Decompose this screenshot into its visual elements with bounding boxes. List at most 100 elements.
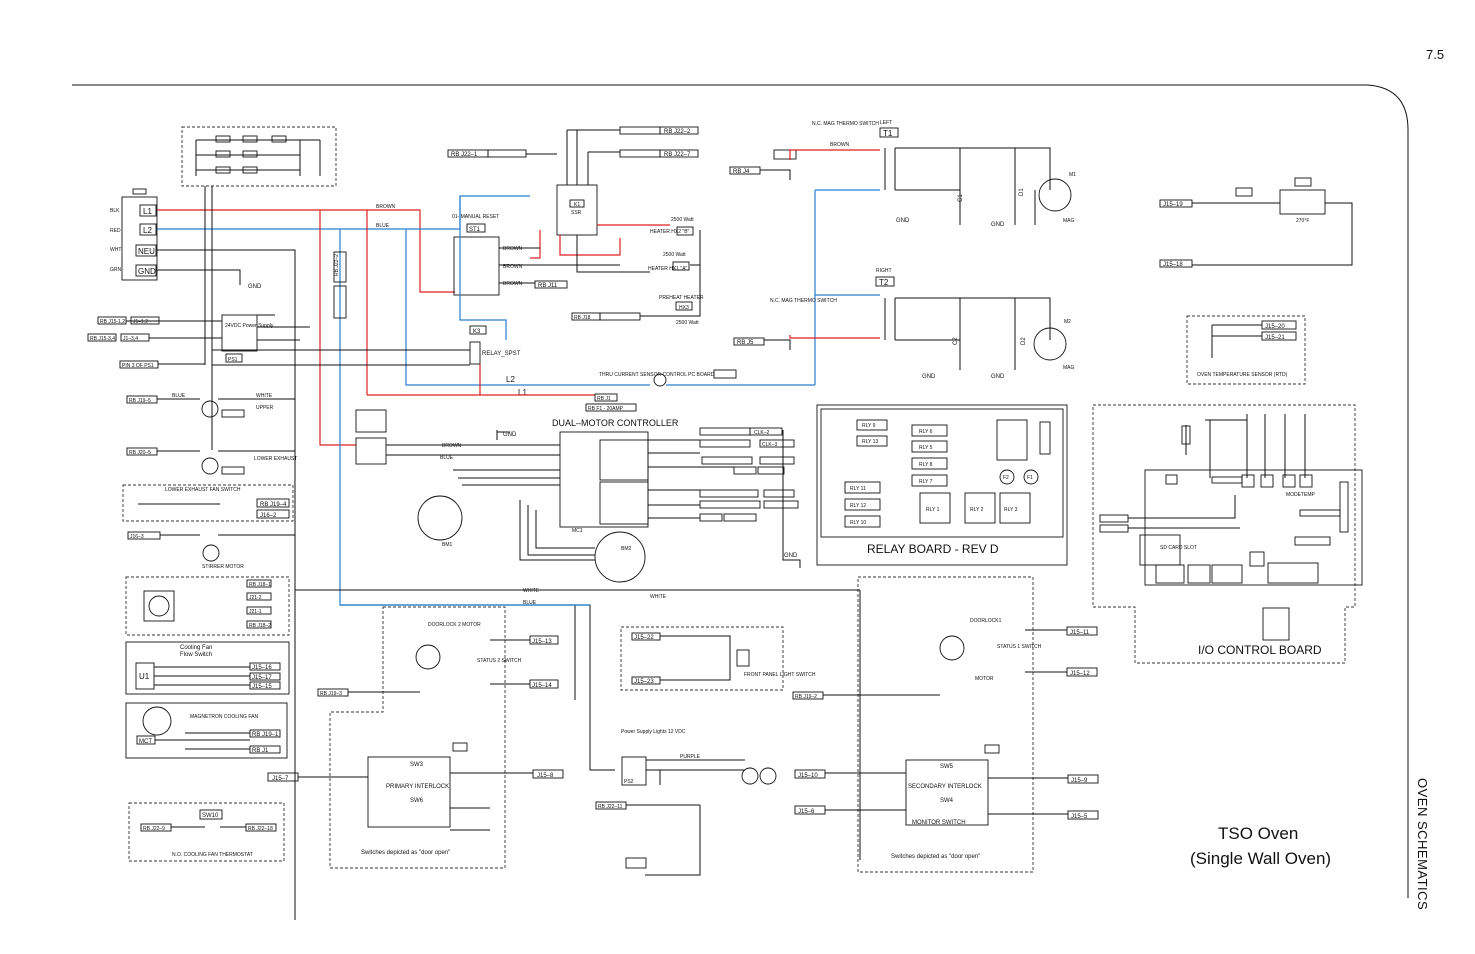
watt-label: 2500 Watt (676, 320, 699, 326)
connector-label: RB J4 (733, 169, 750, 175)
flow-switch-box (125, 641, 290, 695)
l2-label: L2 (143, 226, 152, 235)
connector-label: RB J11 (538, 283, 558, 289)
fan-thermostat-box (128, 802, 285, 862)
gnd-label: GND (138, 267, 156, 276)
mag-fan-label: MAGNETRON COOLING FAN (190, 714, 258, 720)
oven-light-1 (741, 767, 759, 785)
connector-label: J15–18 (1163, 262, 1183, 268)
connector-label: J15–8 (537, 773, 554, 779)
doorlock2-label: DOORLOCK 2 MOTOR (428, 622, 481, 628)
psu-label: 24VDC Power Supply (225, 323, 274, 329)
rtd-box (1186, 315, 1306, 385)
mode-label: MODE (1286, 492, 1302, 498)
mag-label: MAG (1063, 218, 1075, 224)
exhaust-switch-label: LOWER EXHAUST FAN SWITCH (165, 487, 241, 493)
wire-label: BLUE (440, 455, 454, 461)
u1-label: U1 (139, 672, 150, 681)
diagram-title: TSO Oven (1218, 824, 1299, 843)
wire-label: WHITE (523, 588, 540, 594)
left-label: LEFT (880, 120, 892, 126)
relay-spst-label: RELAY_SPST (482, 351, 521, 357)
sw4-label: SW4 (940, 798, 954, 804)
gnd-label: GND (784, 553, 798, 559)
front-panel-box (620, 626, 784, 691)
blower-motor-1 (417, 495, 463, 541)
connector-label: RB J15-3,4 (90, 336, 115, 342)
timer-box (125, 576, 290, 636)
cap-label: C2 (953, 337, 959, 345)
gnd-label: GND (991, 374, 1005, 380)
right-label: RIGHT (876, 268, 892, 274)
stirrer-label: STIRRER MOTOR (202, 564, 244, 570)
relay-label: RLY 2 (970, 507, 984, 513)
connector-label: CLK–3 (762, 442, 778, 448)
relay-label: RLY 5 (919, 445, 933, 451)
mag-fan-box (125, 702, 288, 759)
primary-interlock-switch (367, 756, 451, 828)
wire-label: BROWN (442, 443, 462, 449)
mc1-label: MC1 (572, 528, 583, 534)
mag-thermo-label-2: N.C. MAG THERMO SWITCH (770, 298, 837, 304)
connector-label: J15–13 (532, 639, 552, 645)
cooling-fan-label: Cooling Fan (180, 645, 212, 651)
relay-label: RLY 12 (850, 503, 866, 509)
gnd-label: GND (248, 284, 262, 290)
gnd-label: GND (922, 374, 936, 380)
relay-board-title: RELAY BOARD - REV D (867, 542, 999, 556)
connector-label: J15–7 (272, 776, 289, 782)
current-sensor (653, 373, 667, 387)
m2-label: M2 (1064, 319, 1071, 325)
sw5-label: SW5 (940, 764, 954, 770)
doorlock1-motor (939, 635, 965, 661)
watt-label: 2500 Watt (663, 252, 686, 258)
connector-label: RB J22–7 (664, 152, 691, 158)
relay-label: RLY 10 (850, 520, 866, 526)
connector-label: RB J22–18 (248, 826, 273, 832)
wire-label: BLUE (376, 223, 390, 229)
manual-reset-switch (453, 236, 500, 296)
connector-label: PIN 3 OF PS1 (122, 363, 154, 369)
watt-label: 2500 Watt (671, 217, 694, 223)
wire-label: WHT (110, 247, 121, 253)
wire-label: RED (110, 228, 121, 234)
cap-label: C1 (958, 194, 964, 202)
lights-power-supply (621, 756, 647, 786)
connector-label: RB J18–1 (249, 582, 271, 588)
mag-label: MAG (1063, 365, 1075, 371)
ps2-label: PS2 (624, 779, 634, 785)
l2-line-label: L2 (506, 375, 515, 384)
front-panel-label: FRONT PANEL LIGHT SWITCH (744, 672, 816, 678)
transformer-t1 (879, 127, 899, 138)
connector-label: J15–23 (634, 679, 654, 685)
connector-label: RB J22–2 (334, 254, 340, 276)
connector-label: RB J19–2 (795, 694, 817, 700)
bm2-label: BM2 (621, 546, 632, 552)
connector-label: J15–5 (1071, 814, 1088, 820)
relay-label: RLY 7 (919, 479, 933, 485)
connector-label: CLK–2 (754, 430, 770, 436)
current-sensor-label: THRU CURRENT SENSOR CONTROL PC BOARD (599, 372, 715, 378)
connector-label: J15–21 (1265, 335, 1285, 341)
connector-label: RB J22–11 (598, 804, 623, 810)
relay-label: RLY 11 (850, 486, 866, 492)
manual-reset-label: 01- MANUAL RESET (452, 214, 499, 220)
page-number: 7.5 (1426, 47, 1445, 62)
connector-label: J1–3,4 (123, 336, 138, 342)
gnd-label: GND (503, 432, 517, 438)
connector-label: J15–22 (634, 635, 654, 641)
m1-label: M1 (1069, 172, 1076, 178)
gnd-label: GND (896, 218, 910, 224)
relay-board (816, 404, 1068, 566)
upper-label: UPPER (256, 405, 274, 411)
relay-label: RLY 3 (1004, 507, 1018, 513)
sw6-label: SW6 (410, 798, 424, 804)
ps-lights-label: Power Supply Lights 12 VDC (621, 729, 686, 735)
t2-label: T2 (879, 278, 889, 287)
heater-hx2-label: HEATER HX2 "B" (650, 229, 690, 235)
connector-label: RB J19–3 (320, 691, 342, 697)
wire-label: BLUE (523, 600, 537, 606)
connector-label: RB J19–1 (252, 732, 279, 738)
door-open-note: Switches depicted as "door open" (891, 854, 980, 860)
upper-exhaust-fan (201, 400, 219, 418)
